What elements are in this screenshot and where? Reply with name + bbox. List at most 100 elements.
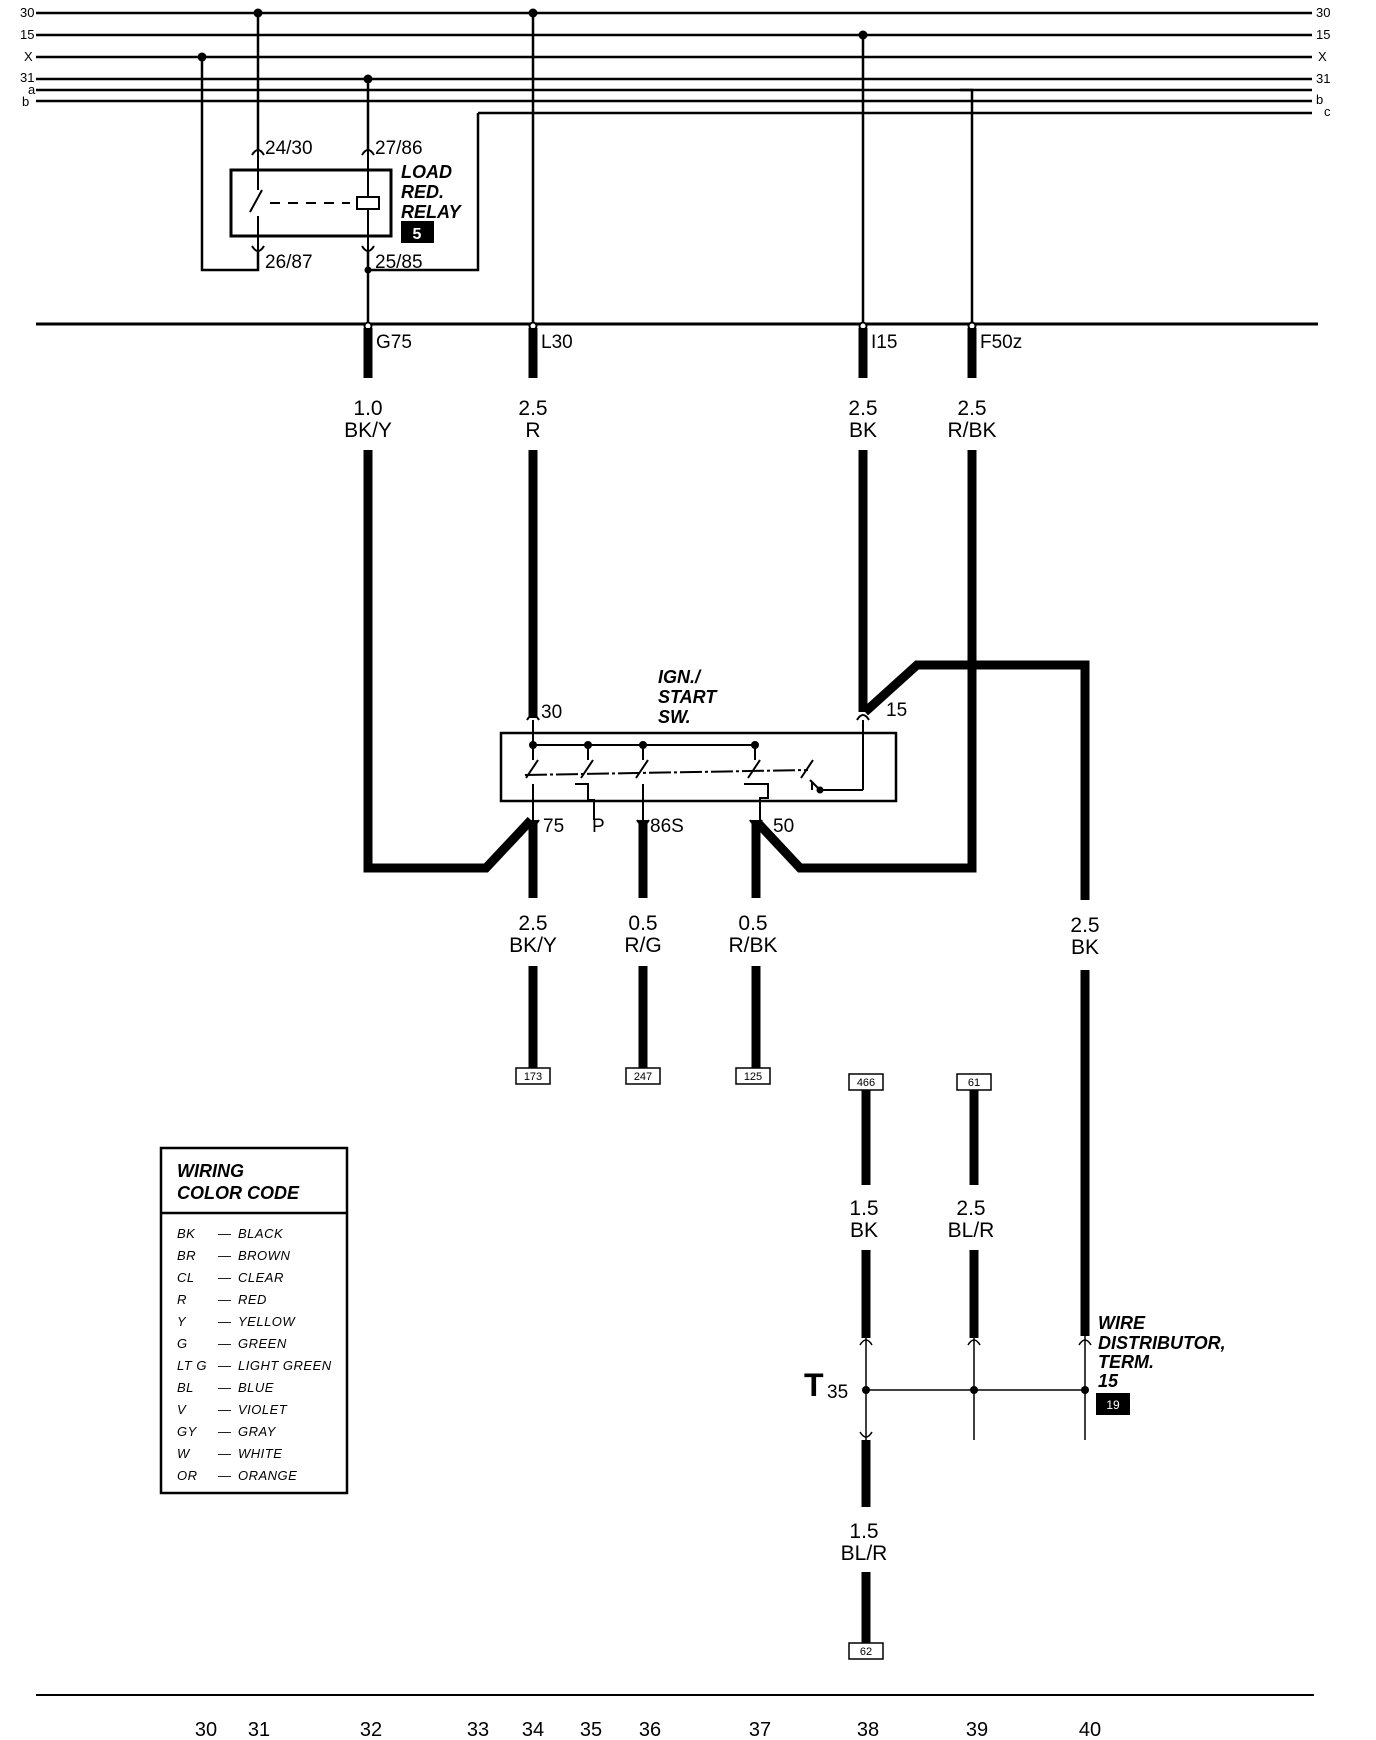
relay-wiring xyxy=(200,13,974,322)
legend-dash: — xyxy=(217,1292,232,1307)
switch-pin-86s: 86S xyxy=(650,816,684,837)
switch-pin-15: 15 xyxy=(886,700,907,721)
column-number: 32 xyxy=(360,1719,382,1740)
legend-code: BK xyxy=(177,1226,196,1241)
wire-f50z-color: R/BK xyxy=(947,419,996,442)
legend-name: GREEN xyxy=(238,1336,287,1351)
legend-name: BLUE xyxy=(238,1380,274,1395)
legend-name: ORANGE xyxy=(238,1468,297,1483)
ref-box-125 xyxy=(735,1067,771,1085)
connector-f50z: F50z xyxy=(980,332,1022,353)
relay-title-line2: RED. xyxy=(401,182,444,202)
ref-62: 62 xyxy=(860,1646,872,1658)
legend-name: BLACK xyxy=(238,1226,284,1241)
ignition-switch-internals xyxy=(524,714,870,826)
column-number: 31 xyxy=(248,1719,270,1740)
relay-internals xyxy=(249,149,380,252)
bus-label-15-right: 15 xyxy=(1316,27,1330,42)
legend-code: R xyxy=(177,1292,187,1307)
bus-label-15-left: 15 xyxy=(20,27,34,42)
legend-code: BR xyxy=(177,1248,196,1263)
ignition-switch-box xyxy=(499,731,898,803)
distributor-title-line2: DISTRIBUTOR, xyxy=(1098,1333,1226,1353)
legend-rows: BK — BLACK BR — BROWN CL — CLEAR R — RED… xyxy=(177,1226,332,1483)
relay-pin-27-86: 27/86 xyxy=(375,138,423,159)
legend-title-line2: COLOR CODE xyxy=(177,1183,300,1203)
ref-125: 125 xyxy=(744,1071,762,1083)
column-number: 40 xyxy=(1079,1719,1101,1740)
legend-name: LIGHT GREEN xyxy=(238,1358,332,1373)
wire-50-gauge: 0.5 xyxy=(738,912,767,935)
distributor-title-line4: 15 xyxy=(1098,1371,1119,1391)
legend-code: G xyxy=(177,1336,188,1351)
legend-code: W xyxy=(177,1446,191,1461)
wire-15-out-gauge: 2.5 xyxy=(1070,914,1099,937)
relay-pin-24-30: 24/30 xyxy=(265,138,313,159)
legend-dash: — xyxy=(217,1226,232,1241)
relay-title-line3: RELAY xyxy=(401,202,463,222)
wire-62-gauge: 1.5 xyxy=(849,1520,878,1543)
wire-61-color: BL/R xyxy=(948,1219,995,1242)
relay-pin-25-85: 25/85 xyxy=(375,252,423,273)
legend-code: V xyxy=(177,1402,187,1417)
legend-name: CLEAR xyxy=(238,1270,284,1285)
legend-name: YELLOW xyxy=(238,1314,296,1329)
bus-label-b-right: b xyxy=(1316,92,1323,107)
legend-dash: — xyxy=(217,1468,232,1483)
legend-name: VIOLET xyxy=(238,1402,288,1417)
bus-label-30-right: 30 xyxy=(1316,5,1330,20)
switch-pin-30: 30 xyxy=(541,702,562,723)
legend-code: LT G xyxy=(177,1358,207,1373)
bus-label-b-left: b xyxy=(22,94,29,109)
wire-75-color: BK/Y xyxy=(509,934,557,957)
wire-15-out-color: BK xyxy=(1071,936,1099,959)
column-number: 35 xyxy=(580,1719,602,1740)
bus-labels-left: 30 15 X 31 a b xyxy=(20,5,36,109)
legend-code: BL xyxy=(177,1380,194,1395)
color-code-legend xyxy=(159,1146,349,1495)
t35-label: T xyxy=(804,1367,824,1403)
wire-75-gauge: 2.5 xyxy=(518,912,547,935)
bus-label-x-right: X xyxy=(1318,49,1327,64)
legend-name: RED xyxy=(238,1292,267,1307)
bus-label-30-left: 30 xyxy=(20,5,34,20)
wire-466-color: BK xyxy=(850,1219,878,1242)
ref-box-466 xyxy=(848,1073,884,1091)
column-numbers: 30 31 32 33 34 35 36 37 38 39 40 xyxy=(195,1719,1101,1740)
wire-86s-color: R/G xyxy=(624,934,661,957)
wire-i15-color: BK xyxy=(849,419,877,442)
switch-pin-50: 50 xyxy=(773,816,794,837)
distributor-number: 19 xyxy=(1106,1398,1120,1412)
connector-i15: I15 xyxy=(871,332,897,353)
ref-box-173 xyxy=(515,1067,551,1085)
bus-label-31-right: 31 xyxy=(1316,71,1330,86)
legend-dash: — xyxy=(217,1402,232,1417)
bus-labels-right: 30 15 X 31 b c xyxy=(1316,5,1331,119)
connector-g75: G75 xyxy=(376,332,412,353)
switch-title-line1: IGN./ xyxy=(658,667,702,687)
legend-dash: — xyxy=(217,1248,232,1263)
bus-label-c-right: c xyxy=(1324,104,1331,119)
wire-86s-gauge: 0.5 xyxy=(628,912,657,935)
relay-number: 5 xyxy=(413,226,422,243)
wire-466-gauge: 1.5 xyxy=(849,1197,878,1220)
legend-code: OR xyxy=(177,1468,198,1483)
ref-box-247 xyxy=(625,1067,661,1085)
relay-title-line1: LOAD xyxy=(401,162,452,182)
column-number: 33 xyxy=(467,1719,489,1740)
wire-l30-color: R xyxy=(525,419,540,442)
relay-number-box xyxy=(401,221,434,243)
ref-box-61 xyxy=(956,1073,992,1091)
distributor-title-line3: TERM. xyxy=(1098,1352,1154,1372)
legend-code: CL xyxy=(177,1270,195,1285)
relay-pin-26-87: 26/87 xyxy=(265,252,313,273)
legend-dash: — xyxy=(217,1314,232,1329)
legend-code: Y xyxy=(177,1314,187,1329)
legend-dash: — xyxy=(217,1380,232,1395)
wire-f50z-gauge: 2.5 xyxy=(957,397,986,420)
legend-name: GRAY xyxy=(238,1424,277,1439)
column-number: 37 xyxy=(749,1719,771,1740)
switch-title-line2: START xyxy=(658,687,718,707)
t35-dots xyxy=(862,1386,1089,1394)
wire-g75-color: BK/Y xyxy=(344,419,392,442)
